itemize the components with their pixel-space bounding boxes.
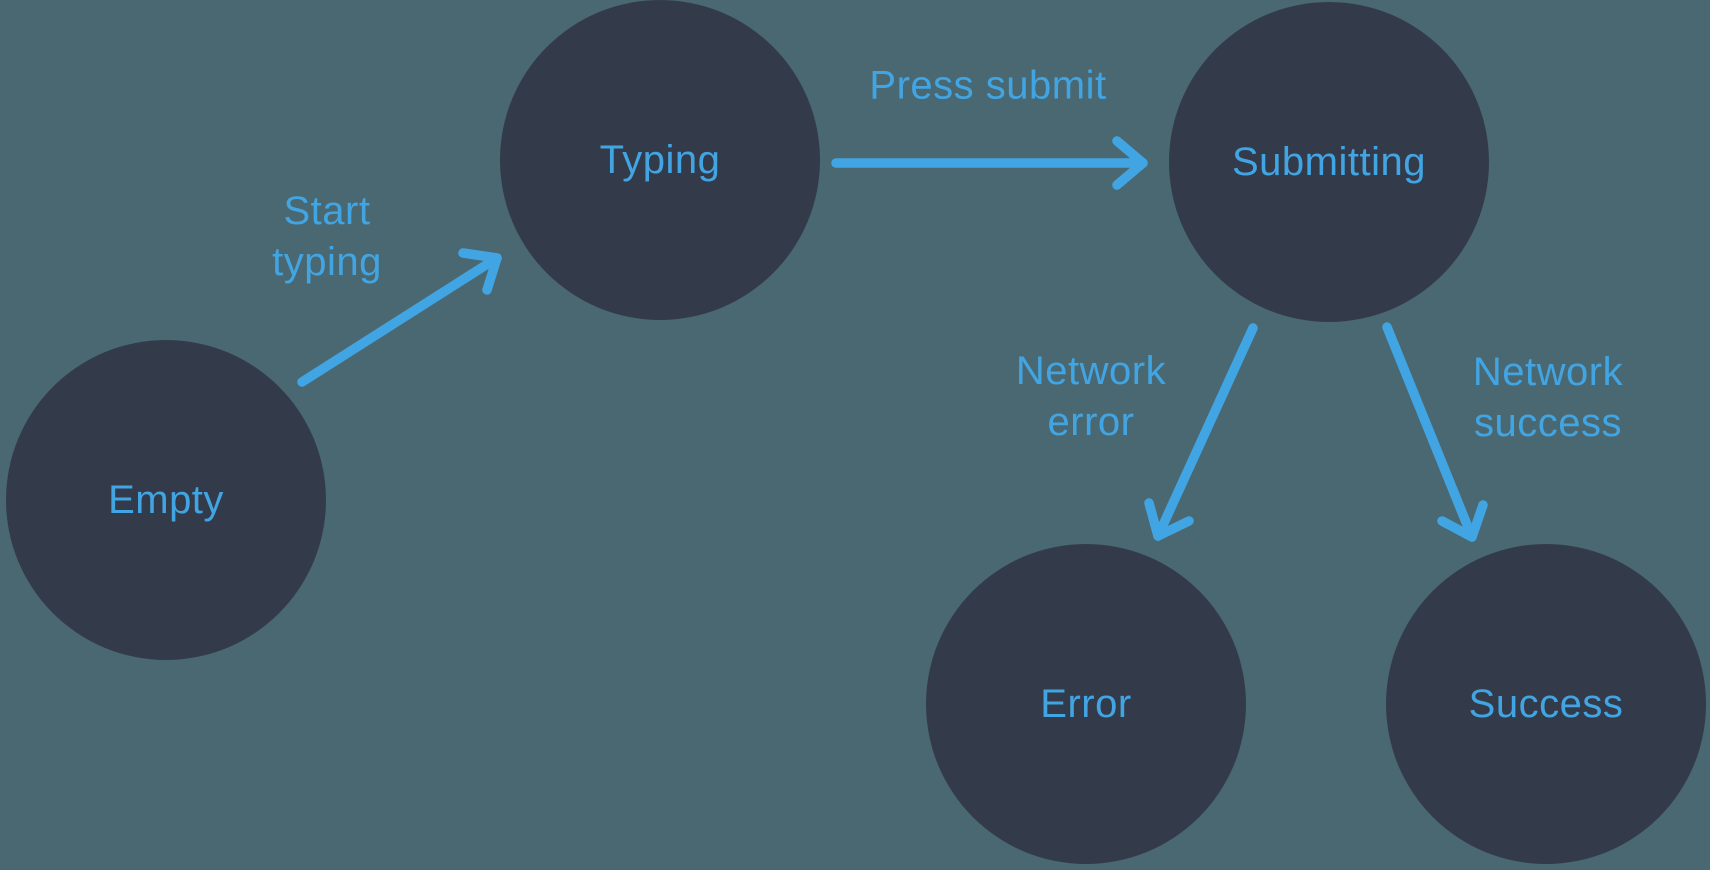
state-node-label: Empty [108,477,224,522]
arrowhead-icon [1112,136,1148,190]
state-node-empty: Empty [6,340,326,660]
state-node-submitting: Submitting [1169,2,1489,322]
state-node-typing: Typing [500,0,820,320]
state-node-error: Error [926,544,1246,864]
state-node-label: Success [1468,681,1624,726]
arrow-line [1153,323,1258,541]
arrow-start-typing [297,248,502,387]
arrowhead-icon [458,248,502,295]
arrow-line [297,253,502,387]
edge-label-network-success: Network success [1472,350,1624,445]
arrow-line [1382,322,1477,542]
arrowhead-icon [1144,498,1194,541]
arrow-network-success [1382,322,1488,542]
arrow-network-error [1144,323,1258,541]
arrow-press-submit [831,136,1148,190]
state-node-label: Error [1040,681,1132,726]
state-node-label: Submitting [1232,139,1426,184]
state-node-label: Typing [599,137,721,182]
edge-label-network-error: Network error [1015,349,1167,444]
edge-label-press-submit: Press submit [869,63,1107,108]
edge-label-start-typing: Start typing [272,189,382,284]
arrowhead-icon [1437,500,1488,542]
state-node-success: Success [1386,544,1706,864]
